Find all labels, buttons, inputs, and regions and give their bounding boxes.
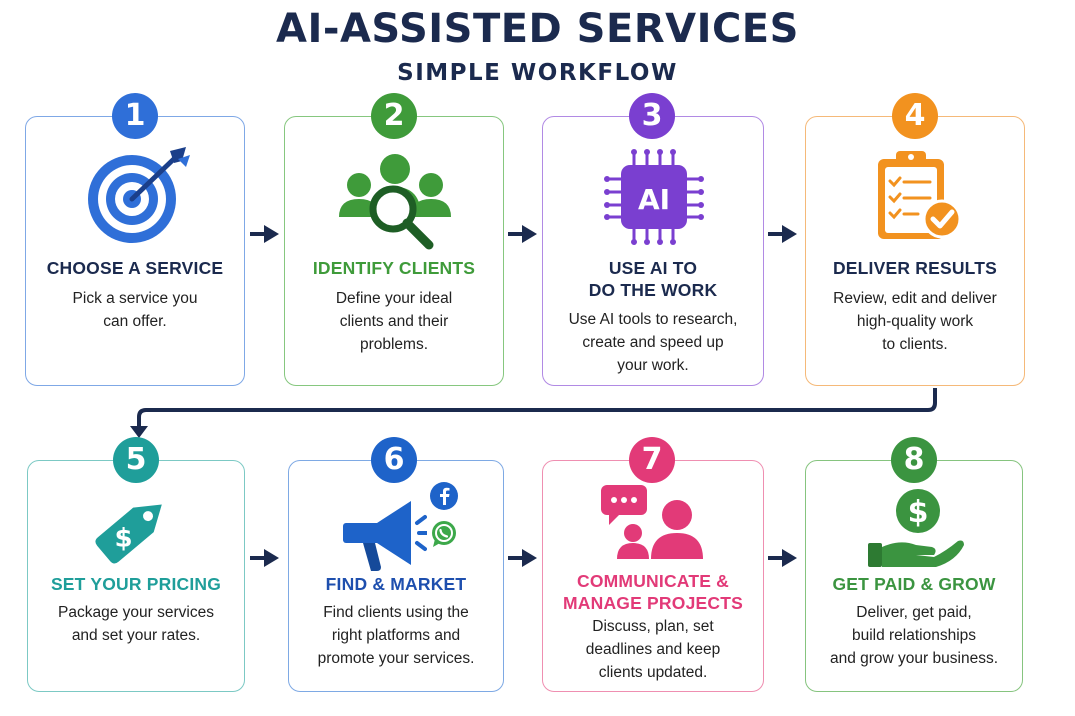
step-title: SET YOUR PRICING — [50, 574, 222, 594]
step-number-badge: 4 — [892, 93, 938, 139]
arrow-right-icon — [250, 225, 279, 243]
hand-money-icon: $ — [868, 489, 964, 567]
step-title: FIND & MARKET — [325, 574, 467, 594]
step-number-badge: 6 — [371, 437, 417, 483]
people-search-icon — [339, 154, 451, 250]
step-description: Use AI tools to research, create and spe… — [568, 311, 738, 374]
arrow-right-icon — [250, 549, 279, 567]
ai-chip-label: AI — [638, 183, 670, 216]
page-subtitle: SIMPLE WORKFLOW — [397, 60, 678, 86]
step-title: DELIVER RESULTS — [832, 258, 998, 278]
megaphone-icon — [343, 501, 427, 571]
price-tag-symbol: $ — [114, 524, 132, 554]
step-title: USE AI TO DO THE WORK — [588, 258, 718, 300]
arrow-right-icon — [508, 225, 537, 243]
step-title: COMMUNICATE & MANAGE PROJECTS — [563, 571, 743, 613]
coin-symbol: $ — [908, 495, 929, 530]
step-card-7: COMMUNICATE & MANAGE PROJECTS Discuss, p… — [542, 460, 764, 692]
step-title: CHOOSE A SERVICE — [46, 258, 224, 278]
step-card-3: AI USE AI TO DO THE WORK Use AI tools to… — [542, 116, 764, 386]
arrow-right-icon — [768, 225, 797, 243]
step-card-4: DELIVER RESULTS Review, edit and deliver… — [805, 116, 1025, 386]
step-description: Review, edit and deliver high-quality wo… — [833, 290, 997, 353]
ai-chip-icon: AI — [604, 149, 704, 245]
step-card-1: CHOOSE A SERVICE Pick a service you can … — [25, 116, 245, 386]
step-description: Pick a service you can offer. — [72, 290, 198, 330]
step-number-badge: 3 — [629, 93, 675, 139]
arrow-right-icon — [508, 549, 537, 567]
step-title: IDENTIFY CLIENTS — [312, 258, 476, 278]
facebook-icon — [430, 482, 458, 510]
arrow-right-icon — [768, 549, 797, 567]
step-number-badge: 7 — [629, 437, 675, 483]
chat-people-icon — [601, 485, 703, 559]
step-title: GET PAID & GROW — [832, 574, 996, 594]
step-description: Discuss, plan, set deadlines and keep cl… — [585, 618, 721, 681]
step-card-2: IDENTIFY CLIENTS Define your ideal clien… — [284, 116, 504, 386]
page-title: AI-ASSISTED SERVICES — [276, 6, 799, 52]
price-tag-icon: $ — [95, 504, 162, 564]
target-icon — [88, 147, 190, 243]
clipboard-check-icon — [878, 151, 962, 239]
step-card-5: $ SET YOUR PRICING Package your services… — [27, 460, 245, 692]
step-number-badge: 2 — [371, 93, 417, 139]
step-number-badge: 5 — [113, 437, 159, 483]
step-card-8: $ GET PAID & GROW Deliver, get paid, bui… — [805, 460, 1023, 692]
step-card-6: FIND & MARKET Find clients using the rig… — [288, 460, 504, 692]
whatsapp-icon — [432, 521, 456, 547]
step-description: Deliver, get paid, build relationships a… — [829, 604, 998, 667]
step-description: Find clients using the right platforms a… — [317, 604, 475, 667]
step-number-badge: 1 — [112, 93, 158, 139]
step-number-badge: 8 — [891, 437, 937, 483]
step-description: Define your ideal clients and their prob… — [335, 290, 453, 353]
step-description: Package your services and set your rates… — [58, 604, 214, 644]
